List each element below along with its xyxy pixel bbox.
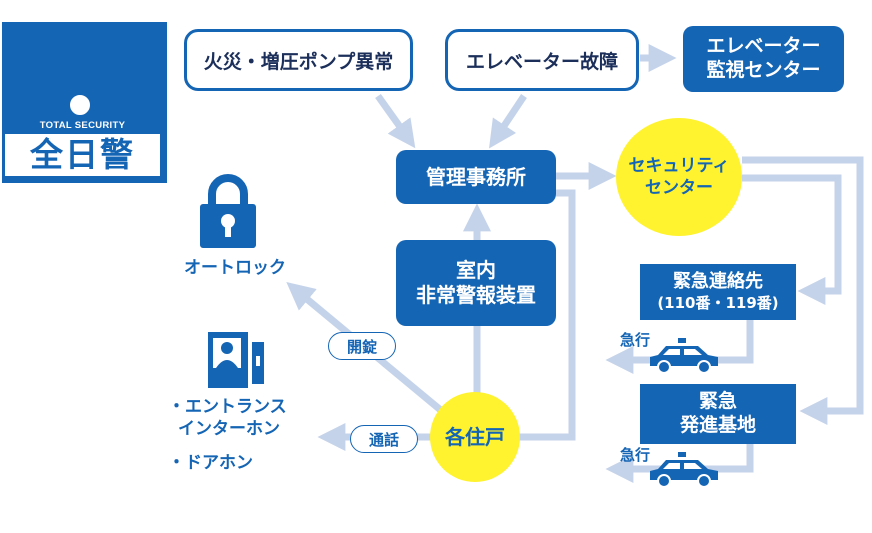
indoor-alarm-line2: 非常警報装置	[416, 283, 536, 307]
elevator-fault-box: エレベーター故障	[445, 29, 639, 91]
arrow-fire-to-office	[375, 93, 416, 149]
emergency-base-box: 緊急 発進基地	[640, 384, 796, 444]
entrance-intercom-line2: インターホン	[178, 419, 280, 439]
emergency-contact-box: 緊急連絡先 (110番・119番)	[640, 264, 796, 320]
auto-lock-label: オートロック	[184, 258, 286, 278]
indoor-alarm-line1: 室内	[456, 258, 496, 282]
police-car-icon	[650, 452, 718, 488]
rush-label-1: 急行	[620, 331, 651, 349]
rush-label-2: 急行	[620, 446, 651, 464]
each-unit-label: 各住戸	[445, 425, 505, 449]
intercom-icon	[208, 332, 264, 388]
security-center-line1: セキュリティ	[628, 155, 730, 176]
fire-pump-alert-box: 火災・増圧ポンプ異常	[184, 29, 413, 91]
elevator-center-line1: エレベーター	[706, 35, 821, 58]
elevator-fault-label: エレベーター故障	[465, 50, 618, 73]
unlock-pill: 開錠	[328, 332, 396, 360]
logo-band	[5, 134, 160, 176]
emergency-base-line2: 発進基地	[679, 414, 756, 436]
arrow-unit-to-office	[514, 189, 576, 441]
each-unit-circle: 各住戸	[430, 392, 520, 482]
security-center-circle: セキュリティ センター	[616, 118, 742, 236]
call-pill: 通話	[350, 425, 418, 453]
elevator-center-line2: 監視センター	[706, 59, 821, 81]
management-office-box: 管理事務所	[396, 150, 556, 204]
door-phone-label: ・ドアホン	[168, 453, 253, 473]
management-office-label: 管理事務所	[426, 164, 526, 189]
elevator-monitoring-center-box: エレベーター 監視センター	[683, 26, 844, 92]
logo-subtitle: TOTAL SECURITY	[39, 120, 126, 131]
lock-icon	[200, 174, 256, 248]
fire-pump-alert-label: 火災・増圧ポンプ異常	[203, 50, 394, 73]
arrow-elevator-to-office	[489, 94, 527, 149]
emergency-contact-line1: 緊急連絡先	[673, 271, 763, 293]
arrow-security-to-contact	[742, 174, 842, 305]
arrow-security-to-base	[742, 156, 864, 425]
police-car-icon	[650, 338, 718, 374]
call-label: 通話	[368, 430, 399, 449]
logo-name: 全日警	[30, 135, 135, 174]
emergency-base-line1: 緊急	[698, 390, 737, 413]
entrance-intercom-line1: ・エントランス	[168, 397, 287, 417]
emergency-contact-line2: (110番・119番)	[657, 293, 779, 312]
indoor-alarm-box: 室内 非常警報装置	[396, 240, 556, 326]
logo-emblem-icon	[69, 94, 91, 116]
unlock-label: 開錠	[346, 337, 377, 356]
security-center-line2: センター	[645, 178, 713, 198]
